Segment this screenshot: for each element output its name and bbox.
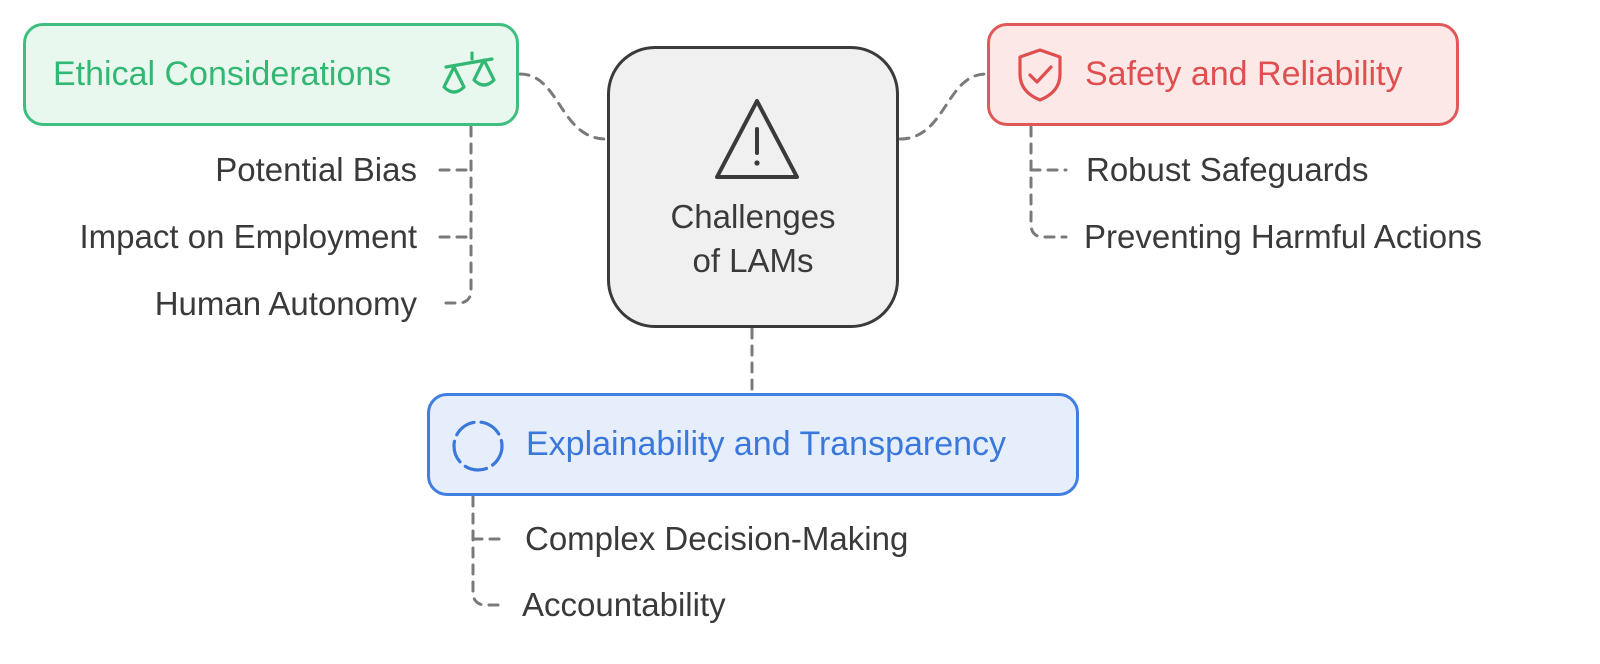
center-node: Challenges of LAMs [607, 46, 899, 328]
dashed-circle-icon [452, 420, 504, 472]
connector-safety-items [1029, 125, 1068, 239]
explain-item-complex-decision-making: Complex Decision-Making [525, 520, 909, 557]
explainability-and-transparency-node: Explainability and Transparency [427, 393, 1079, 496]
center-title: Challenges of LAMs [670, 198, 836, 279]
connector-ethical-center [518, 72, 608, 141]
explain-item-accountability: Accountability [522, 586, 726, 623]
connector-ethical-items [438, 125, 473, 305]
explainability-and-transparency-label: Explainability and Transparency [526, 425, 1007, 463]
connector-explain-items [471, 495, 508, 607]
ethical-considerations-label: Ethical Considerations [53, 55, 392, 93]
ethical-considerations-node: Ethical Considerations [23, 23, 519, 126]
warning-icon [715, 99, 799, 179]
safety-item-robust-safeguards: Robust Safeguards [1086, 151, 1369, 188]
scales-icon [442, 51, 496, 94]
ethical-item-potential-bias: Potential Bias [215, 151, 417, 188]
safety-and-reliability-label: Safety and Reliability [1085, 55, 1403, 93]
ethical-item-human-autonomy: Human Autonomy [154, 285, 417, 322]
ethical-item-impact-on-employment: Impact on Employment [79, 218, 417, 255]
safety-item-preventing-harmful-actions: Preventing Harmful Actions [1084, 218, 1483, 255]
connector-safety-center [898, 72, 988, 141]
safety-and-reliability-node: Safety and Reliability [987, 23, 1459, 126]
shield-check-icon [1018, 48, 1062, 102]
